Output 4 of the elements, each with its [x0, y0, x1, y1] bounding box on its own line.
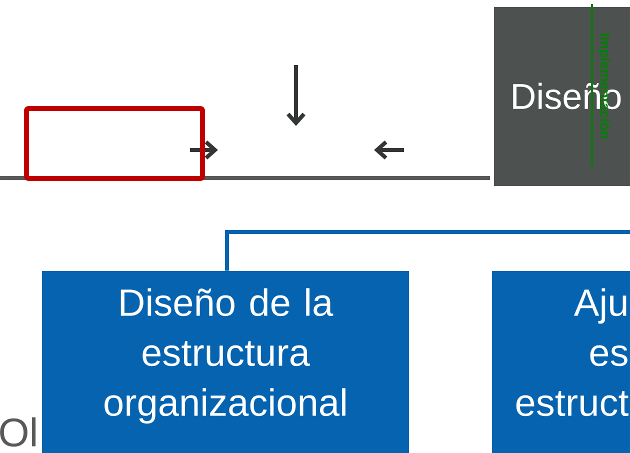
process-box: Diseño de la estructura organizacional — [42, 271, 409, 453]
empty-frame — [24, 106, 205, 181]
connector-line — [225, 230, 630, 271]
process-box: Aju es estruct — [492, 271, 630, 453]
